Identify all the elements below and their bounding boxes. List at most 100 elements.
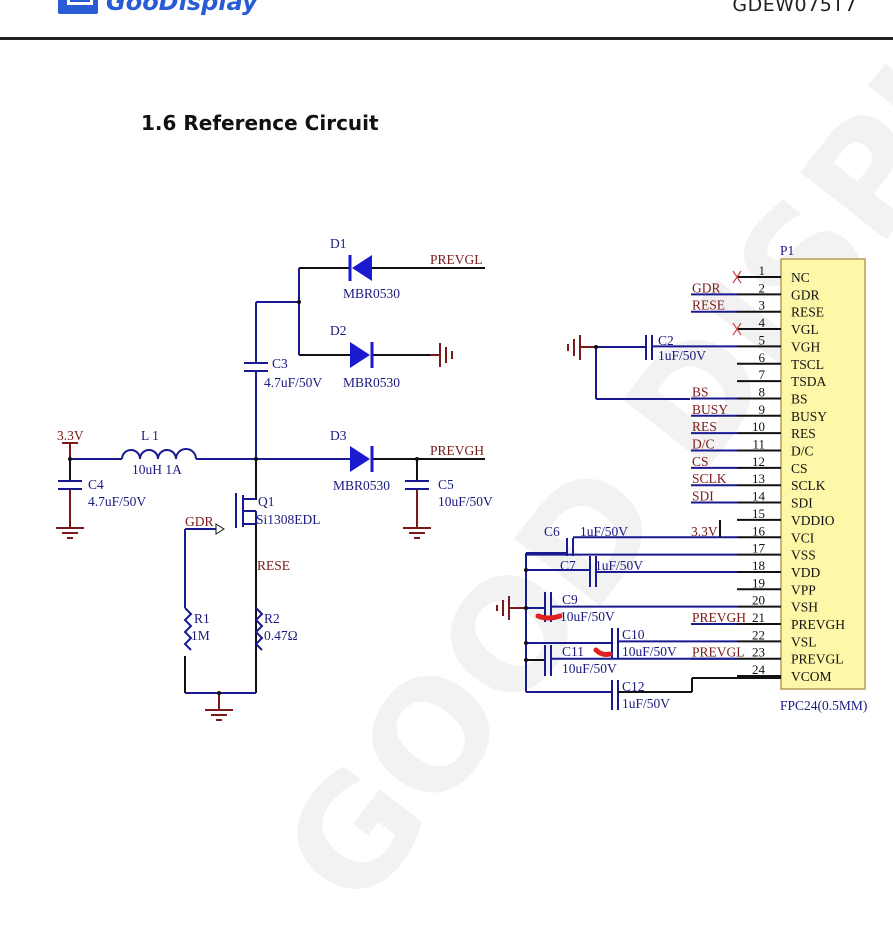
pin-name: D/C [791, 444, 814, 459]
d3-ref: D3 [330, 428, 347, 443]
pin-number: 22 [752, 627, 765, 642]
q1-ref: Q1 [258, 494, 275, 509]
d1-ref: D1 [330, 236, 347, 251]
reference-circuit-schematic: D1 MBR0530 PREVGL D2 MBR0530 C3 4.7uF/50… [56, 236, 867, 721]
r2-ref: R2 [264, 611, 280, 626]
pin-name: SDI [791, 496, 813, 511]
net-gdr-label: GDR [185, 514, 214, 529]
pin-name: PREVGH [791, 617, 845, 632]
connector-ref: P1 [780, 243, 794, 258]
pin-name: VGL [791, 322, 819, 337]
pin-name: VPP [791, 582, 816, 597]
pin-name: SCLK [791, 478, 826, 493]
net-prevgh-label: PREVGH [430, 443, 484, 458]
pin-name: GDR [791, 287, 820, 302]
pin-number: 2 [759, 280, 766, 295]
pin-name: VGH [791, 339, 820, 354]
net-prevgl-label: PREVGL [430, 252, 483, 267]
c9-value: 10uF/50V [560, 609, 615, 624]
pin-number: 23 [752, 645, 765, 660]
brand-logo: GooDisplay [58, 0, 258, 14]
page-header: GooDisplay GDEW075T7 [0, 0, 893, 40]
pin-name: NC [791, 270, 810, 285]
d2-ref: D2 [330, 323, 347, 338]
pin-name: BS [791, 391, 808, 406]
pin-name: CS [791, 461, 808, 476]
pin-number: 4 [759, 315, 766, 330]
boost-circuit [56, 267, 485, 721]
no-connect-icon [732, 270, 742, 284]
pin-number: 12 [752, 454, 765, 469]
pin-name: RESE [791, 305, 824, 320]
connector-footprint: FPC24(0.5MM) [780, 698, 867, 713]
pin-name: VSS [791, 548, 816, 563]
c11-ref: C11 [562, 644, 584, 659]
pin-name: TSCL [791, 357, 824, 372]
l1-ref: L 1 [141, 428, 159, 443]
c5-ref: C5 [438, 477, 454, 492]
pin-name: TSDA [791, 374, 827, 389]
pin-number: 16 [752, 523, 766, 538]
pin-number: 21 [752, 610, 765, 625]
pin-number: 13 [752, 471, 765, 486]
section-title: 1.6 Reference Circuit [141, 111, 379, 135]
pin-name: VDDIO [791, 513, 835, 528]
logo-icon [58, 0, 98, 14]
diode-d3-symbol [350, 446, 370, 472]
r1-ref: R1 [194, 611, 210, 626]
decoupling-network [496, 335, 781, 710]
c4-value: 4.7uF/50V [88, 494, 146, 509]
pin-number: 9 [759, 402, 766, 417]
l1-value: 10uH 1A [132, 462, 182, 477]
pin-name: BUSY [791, 409, 827, 424]
pin-name: VSL [791, 634, 817, 649]
net-rese-label: RESE [257, 558, 290, 573]
c10-ref: C10 [622, 627, 645, 642]
pin-number: 17 [752, 541, 766, 556]
c3-value: 4.7uF/50V [264, 375, 322, 390]
connector-p1-body [780, 258, 866, 690]
pin-name: VCI [791, 530, 815, 545]
diode-d1-symbol [352, 255, 372, 281]
pin-number: 20 [752, 593, 765, 608]
q1-value: Si1308EDL [256, 512, 321, 527]
c9-ref: C9 [562, 592, 578, 607]
pin-net-label: CS [692, 454, 709, 469]
pin-number: 3 [759, 298, 766, 313]
pin-name: VSH [791, 600, 818, 615]
model-number: GDEW075T7 [732, 0, 857, 16]
pin-name: VDD [791, 565, 820, 580]
pin-net-label: RESE [692, 298, 725, 313]
header-divider [0, 37, 893, 40]
c12-value: 1uF/50V [622, 696, 670, 711]
c7-value: 1uF/50V [595, 558, 643, 573]
d2-value: MBR0530 [343, 375, 400, 390]
r2-value: 0.47Ω [264, 628, 298, 643]
pin-number: 24 [752, 662, 766, 677]
net-3v3-vci-label: 3.3V [691, 524, 718, 539]
pin-number: 18 [752, 558, 765, 573]
pin-number: 15 [752, 506, 765, 521]
pin-number: 8 [759, 384, 766, 399]
pin-net-label: BS [692, 384, 709, 399]
pin-name: PREVGL [791, 652, 844, 667]
pin-number: 10 [752, 419, 765, 434]
pin-number: 6 [759, 350, 766, 365]
pin-number: 1 [759, 263, 766, 278]
pin-net-label: PREVGH [692, 610, 746, 625]
pin-number: 14 [752, 489, 766, 504]
diode-d2-symbol [350, 342, 370, 368]
pin-number: 19 [752, 575, 765, 590]
pin-name: VCOM [791, 669, 832, 684]
d1-value: MBR0530 [343, 286, 400, 301]
net-3v3-label: 3.3V [57, 428, 84, 443]
c10-value: 10uF/50V [622, 644, 677, 659]
c4-ref: C4 [88, 477, 104, 492]
c6-ref: C6 [544, 524, 560, 539]
c12-ref: C12 [622, 679, 645, 694]
pin-number: 11 [752, 437, 765, 452]
pin-net-label: RES [692, 419, 717, 434]
c7-ref: C7 [560, 558, 576, 573]
r1-value: 1M [191, 628, 210, 643]
